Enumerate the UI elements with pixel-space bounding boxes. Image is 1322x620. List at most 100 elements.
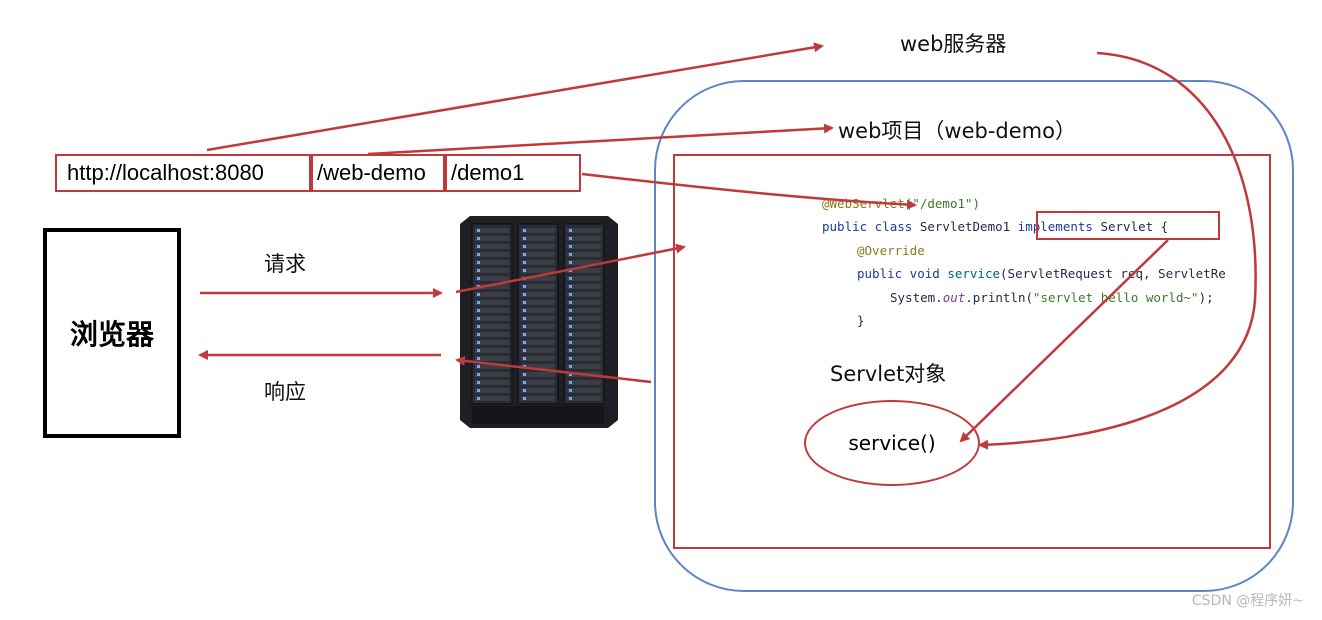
server-slot bbox=[567, 284, 601, 289]
server-led bbox=[569, 261, 572, 264]
server-led bbox=[523, 293, 526, 296]
server-slot bbox=[475, 236, 509, 241]
server-led bbox=[477, 373, 480, 376]
server-led bbox=[477, 333, 480, 336]
url-host-box: http://localhost:8080 bbox=[55, 154, 311, 192]
server-led bbox=[523, 309, 526, 312]
url-context-path-box: /web-demo bbox=[311, 154, 445, 192]
server-slot bbox=[521, 236, 555, 241]
server-led bbox=[477, 389, 480, 392]
server-slot bbox=[475, 332, 509, 337]
server-led bbox=[523, 325, 526, 328]
server-led bbox=[477, 245, 480, 248]
server-led bbox=[477, 381, 480, 384]
server-slot bbox=[475, 276, 509, 281]
server-led bbox=[477, 261, 480, 264]
server-slot bbox=[475, 356, 509, 361]
server-led bbox=[569, 253, 572, 256]
server-slot bbox=[475, 244, 509, 249]
server-slot bbox=[521, 276, 555, 281]
server-to-service-arrow bbox=[978, 51, 1257, 450]
server-slot bbox=[475, 364, 509, 369]
server-led bbox=[569, 245, 572, 248]
server-led bbox=[569, 349, 572, 352]
context-to-project-arrow bbox=[367, 123, 834, 156]
server-slot bbox=[521, 356, 555, 361]
code-println-pre: System. bbox=[890, 290, 943, 305]
servlet-to-rack-arrow bbox=[455, 355, 652, 384]
server-led bbox=[523, 357, 526, 360]
server-slot bbox=[521, 348, 555, 353]
server-slot bbox=[521, 228, 555, 233]
csdn-watermark: CSDN @程序妍~ bbox=[1191, 593, 1304, 609]
server-led bbox=[477, 277, 480, 280]
server-slot bbox=[521, 268, 555, 273]
host-to-server-arrow bbox=[206, 42, 824, 152]
server-slot bbox=[475, 300, 509, 305]
server-slot bbox=[475, 340, 509, 345]
server-led bbox=[569, 357, 572, 360]
code-line-println: System.out.println("servlet hello world~… bbox=[890, 290, 1214, 305]
server-slot bbox=[475, 252, 509, 257]
web-server-label: web服务器 bbox=[900, 32, 1007, 56]
server-led bbox=[569, 381, 572, 384]
server-led bbox=[477, 237, 480, 240]
code-println-field: out bbox=[942, 290, 966, 305]
server-slot bbox=[567, 340, 601, 345]
server-led bbox=[569, 309, 572, 312]
server-led bbox=[477, 269, 480, 272]
server-led bbox=[477, 365, 480, 368]
server-slot bbox=[475, 388, 509, 393]
code-class-keyword: public class bbox=[822, 219, 913, 234]
server-slot bbox=[567, 292, 601, 297]
code-println-end: ); bbox=[1198, 290, 1214, 305]
server-led bbox=[477, 309, 480, 312]
impl-to-service-arrow bbox=[959, 239, 1169, 443]
server-led bbox=[477, 325, 480, 328]
server-slot bbox=[521, 260, 555, 265]
server-led bbox=[477, 301, 480, 304]
server-led bbox=[477, 253, 480, 256]
server-slot bbox=[567, 268, 601, 273]
server-led bbox=[523, 317, 526, 320]
server-led bbox=[569, 341, 572, 344]
server-slot bbox=[521, 292, 555, 297]
server-slot bbox=[475, 260, 509, 265]
server-led bbox=[569, 317, 572, 320]
code-method-keyword: public void bbox=[857, 266, 940, 281]
server-slot bbox=[521, 372, 555, 377]
server-led bbox=[477, 357, 480, 360]
server-slot bbox=[521, 332, 555, 337]
server-slot bbox=[521, 284, 555, 289]
code-method-name: service bbox=[939, 266, 1001, 281]
server-slot bbox=[475, 284, 509, 289]
implements-servlet-highlight bbox=[1036, 211, 1220, 240]
server-led bbox=[523, 349, 526, 352]
server-slot bbox=[475, 292, 509, 297]
request-label: 请求 bbox=[264, 252, 306, 276]
server-led bbox=[523, 253, 526, 256]
server-slot bbox=[567, 364, 601, 369]
server-slot bbox=[567, 252, 601, 257]
server-led bbox=[523, 381, 526, 384]
code-println-mid: .println( bbox=[965, 290, 1033, 305]
server-slot bbox=[567, 300, 601, 305]
server-led bbox=[569, 293, 572, 296]
code-class-name: ServletDemo1 bbox=[912, 219, 1018, 234]
server-slot bbox=[567, 308, 601, 313]
server-led bbox=[523, 397, 526, 400]
server-slot bbox=[521, 396, 555, 401]
server-slot bbox=[521, 380, 555, 385]
server-slot bbox=[521, 300, 555, 305]
server-slot bbox=[567, 236, 601, 241]
demo1-to-annotation-arrow bbox=[581, 172, 917, 210]
browser-label: 浏览器 bbox=[69, 318, 154, 351]
server-slot bbox=[567, 260, 601, 265]
server-led bbox=[523, 373, 526, 376]
code-line-method: public void service(ServletRequest req, … bbox=[857, 266, 1226, 281]
server-led bbox=[523, 333, 526, 336]
server-led bbox=[569, 285, 572, 288]
response-label: 响应 bbox=[264, 380, 306, 404]
service-method-label: service() bbox=[848, 431, 936, 455]
